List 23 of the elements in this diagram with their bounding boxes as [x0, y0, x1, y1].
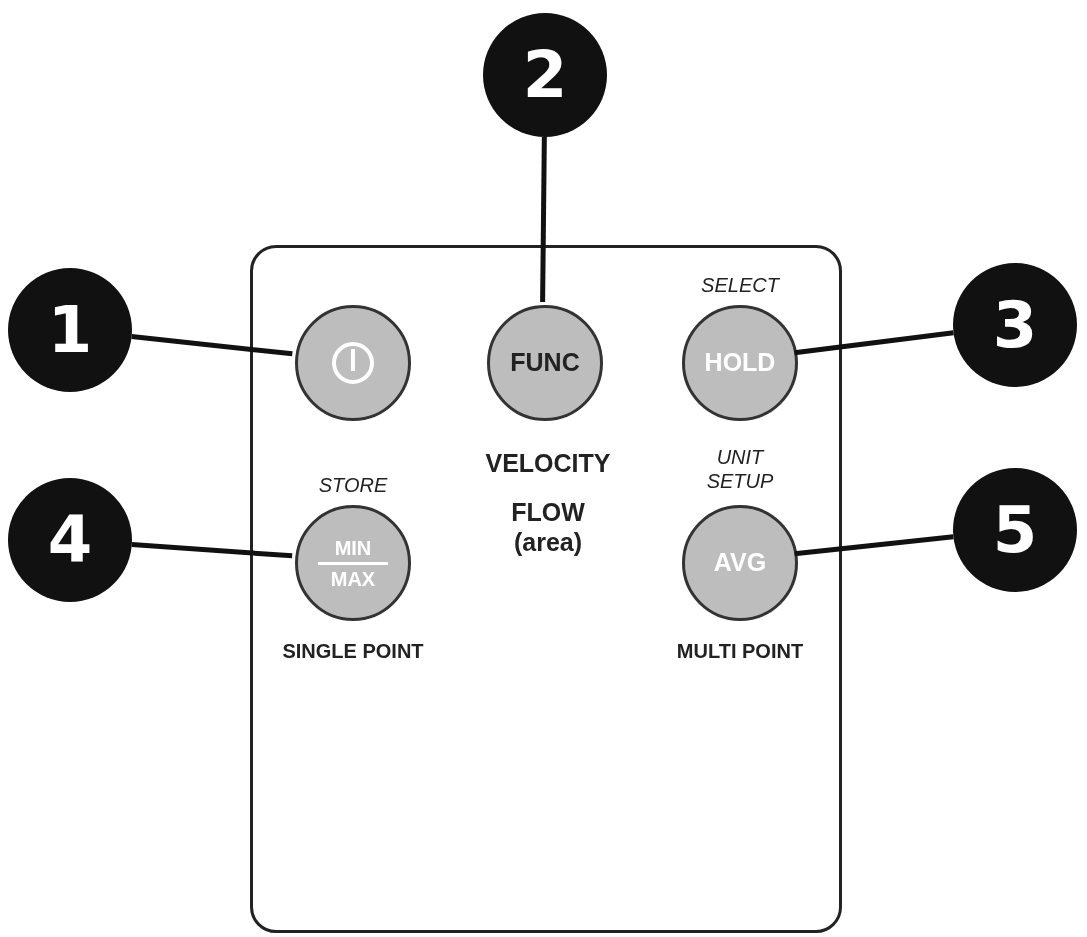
callout-number: 2 [483, 13, 607, 137]
button-caption: SINGLE POINT [282, 639, 424, 663]
leader-line [131, 334, 293, 357]
button-label: MIN [334, 536, 372, 559]
button-caption: SELECT [701, 273, 779, 297]
button-caption: MULTI POINT [676, 639, 804, 663]
leader-line [540, 136, 547, 303]
callout-number: 3 [953, 263, 1077, 387]
device-panel [250, 245, 842, 933]
leader-line [131, 541, 293, 559]
button-label: FUNC [510, 349, 580, 377]
callout-number: 4 [8, 478, 132, 602]
leader-line [794, 330, 954, 356]
button-caption: VELOCITY [485, 448, 611, 478]
callout-number: 5 [953, 468, 1077, 592]
leader-line [794, 534, 954, 557]
button-label: HOLD [704, 349, 776, 377]
button-caption: UNIT SETUP [705, 445, 775, 493]
button-caption: FLOW (area) [510, 497, 586, 557]
button-caption: STORE [318, 473, 388, 497]
button-label: MAX [330, 567, 376, 590]
button-label: AVG [713, 549, 767, 577]
callout-number: 1 [8, 268, 132, 392]
